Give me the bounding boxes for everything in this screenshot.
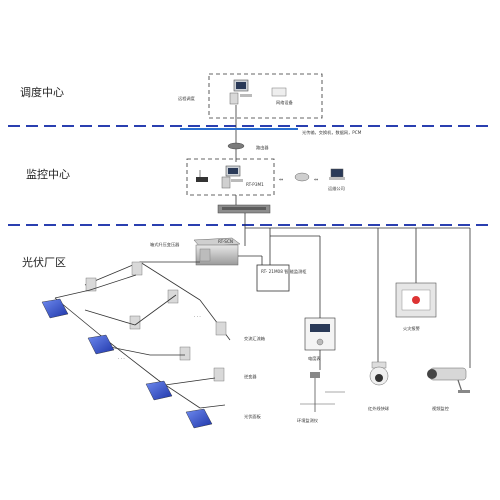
box-transformer-icon bbox=[193, 237, 241, 266]
fire-alarm-icon bbox=[395, 282, 437, 318]
video-cam-label: 视频监控 bbox=[432, 405, 450, 412]
video-camera-icon bbox=[427, 367, 470, 393]
zone-title-pvarea: 光伏厂区 bbox=[22, 256, 66, 269]
dome-camera-icon bbox=[369, 361, 389, 386]
laptop-icon bbox=[329, 168, 345, 180]
svg-text:· · ·: · · · bbox=[194, 314, 201, 319]
pv-panel-4 bbox=[185, 408, 213, 429]
pv-panel-3 bbox=[145, 380, 173, 401]
pv-panel-2 bbox=[87, 334, 115, 355]
monitor-computer-icon bbox=[221, 165, 243, 189]
transport-note: 光传输，交换机，数据网，PCM bbox=[302, 129, 362, 136]
net-device-icon bbox=[271, 87, 287, 97]
device-box-label: RT- 21M08 智 能监测柜 bbox=[261, 268, 307, 275]
energy-meter-icon bbox=[304, 317, 336, 351]
network-switch-icon bbox=[217, 204, 271, 214]
zone-title-monitor: 监控中心 bbox=[26, 168, 70, 181]
box-transformer-label: 箱式升压变压器 bbox=[150, 241, 180, 248]
combiner-box-2 bbox=[85, 277, 97, 292]
weather-station-icon bbox=[300, 372, 345, 412]
combiner-box-1 bbox=[131, 261, 143, 276]
modem-icon bbox=[294, 172, 310, 182]
combiner-label: 交流汇流箱 bbox=[244, 335, 265, 342]
combiner-box-4 bbox=[129, 315, 141, 330]
rt-scn-label: RT-SCN bbox=[218, 239, 233, 244]
env-monitor-label: 环境监测仪 bbox=[297, 417, 319, 424]
inverter-label: 逆变器 bbox=[244, 373, 257, 380]
svg-text:⇔: ⇔ bbox=[279, 177, 283, 183]
device-box bbox=[256, 264, 290, 292]
combiner-box-7 bbox=[213, 367, 225, 382]
meter-label: 电度表 bbox=[308, 355, 321, 362]
wireless-router-icon bbox=[196, 170, 208, 182]
svg-text:· · ·: · · · bbox=[118, 356, 125, 361]
fire-alarm-label: 火灾报警 bbox=[403, 325, 421, 332]
maintenance-label: 运维公司 bbox=[328, 185, 345, 192]
router-icon bbox=[227, 142, 245, 150]
router-label: 路由器 bbox=[256, 144, 269, 151]
monitor-box bbox=[186, 158, 275, 196]
infrared-cam-label: 红外线快球 bbox=[368, 405, 390, 412]
net-device-label: 网络设备 bbox=[276, 99, 294, 106]
pv-panel-1 bbox=[41, 298, 69, 319]
remote-dispatch-label: 远程调度 bbox=[178, 95, 196, 102]
combiner-box-5 bbox=[215, 321, 227, 336]
zone-title-dispatch: 调度中心 bbox=[20, 86, 64, 99]
dispatch-computer-icon bbox=[229, 79, 252, 105]
svg-text:⇔: ⇔ bbox=[314, 177, 318, 183]
rt-p3m1-label: RT-P3M1 bbox=[246, 182, 264, 187]
pv-array-label: 光伏面板 bbox=[244, 413, 262, 420]
combiner-box-3 bbox=[167, 289, 179, 304]
combiner-box-6 bbox=[179, 346, 191, 361]
dispatch-box bbox=[208, 73, 323, 119]
